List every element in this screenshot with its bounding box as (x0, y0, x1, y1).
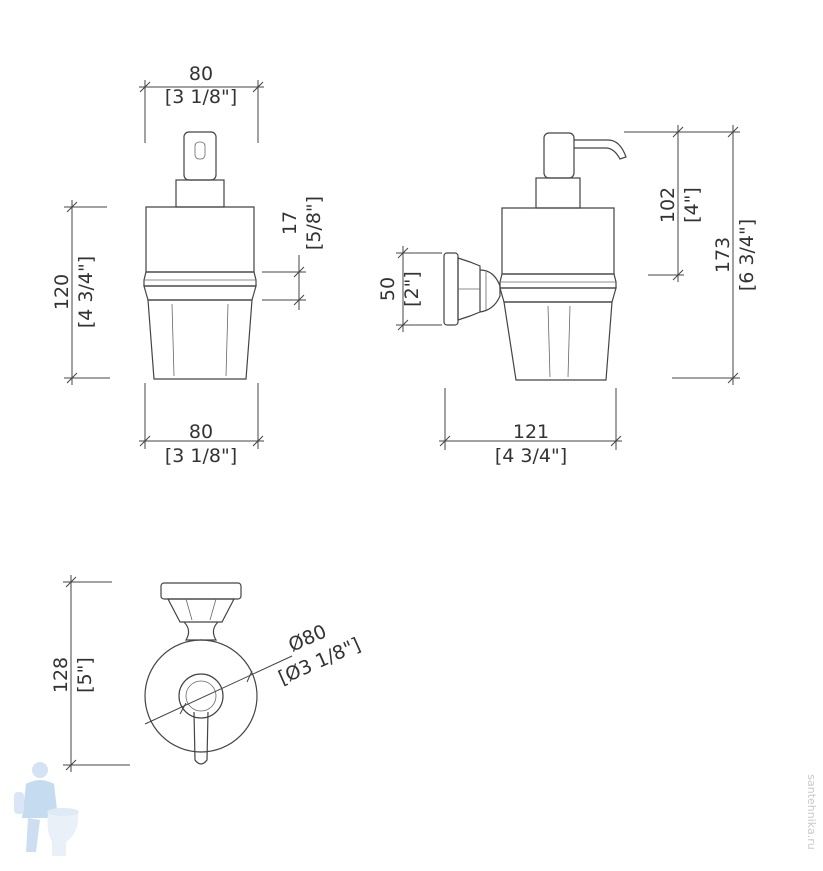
side-view: 50 [2"] 121 [4 3/4"] 102 [4"] (377, 125, 758, 467)
front-band-mm: 17 (279, 211, 301, 235)
front-collar-band (143, 271, 257, 301)
top-height-mm: 128 (50, 657, 72, 693)
top-container-circle (144, 639, 258, 753)
front-glass (147, 299, 253, 380)
top-height-dimension: 128 [5"] (50, 575, 130, 772)
front-height-inch: [4 3/4"] (75, 256, 97, 328)
top-view: Ø80 [Ø3 1/8"] 128 [5"] (50, 575, 364, 772)
plumber-mascot-logo (14, 762, 79, 856)
side-bracket-height-dimension: 50 [2"] (377, 246, 442, 332)
side-pump-head (535, 132, 627, 209)
front-bottom-width-mm: 80 (189, 421, 213, 443)
front-bottom-width-inch: [3 1/8"] (165, 445, 237, 467)
top-height-inch: [5"] (74, 657, 96, 693)
side-collar-band (499, 273, 617, 303)
top-pump-head (178, 673, 224, 765)
side-upper-height-dimension: 102 [4"] (624, 125, 740, 282)
watermark-text: santehnika.ru (805, 774, 818, 849)
front-band-dimension: 17 [5/8"] (262, 196, 325, 310)
side-total-height-inch: [6 3/4"] (736, 219, 758, 291)
front-top-width-inch: [3 1/8"] (165, 86, 237, 108)
front-upper-body (145, 206, 255, 273)
side-depth-dimension: 121 [4 3/4"] (439, 388, 622, 467)
side-bracket-height-inch: [2"] (401, 271, 423, 307)
side-upper-body (501, 207, 615, 275)
side-depth-mm: 121 (513, 421, 549, 443)
side-glass (503, 301, 613, 381)
front-pump-head (175, 131, 225, 208)
front-height-dimension: 120 [4 3/4"] (51, 200, 110, 385)
side-bracket-height-mm: 50 (377, 277, 399, 301)
side-upper-height-mm: 102 (657, 187, 679, 223)
front-band-inch: [5/8"] (303, 196, 325, 250)
front-top-width-mm: 80 (189, 63, 213, 85)
front-bottom-width-dimension: 80 [3 1/8"] (139, 383, 264, 467)
side-upper-height-inch: [4"] (681, 187, 703, 223)
top-wall-bracket (160, 582, 242, 641)
side-total-height-dimension: 173 [6 3/4"] (672, 125, 758, 385)
side-wall-bracket (443, 252, 501, 326)
side-depth-inch: [4 3/4"] (495, 445, 567, 467)
top-diameter-dimension: Ø80 [Ø3 1/8"] (144, 621, 364, 725)
front-top-width-dimension: 80 [3 1/8"] (139, 63, 264, 143)
front-height-mm: 120 (51, 274, 73, 310)
front-view: 80 [3 1/8"] 80 [3 1/8"] 120 [4 3/4"] (51, 63, 325, 467)
side-total-height-mm: 173 (712, 237, 734, 273)
